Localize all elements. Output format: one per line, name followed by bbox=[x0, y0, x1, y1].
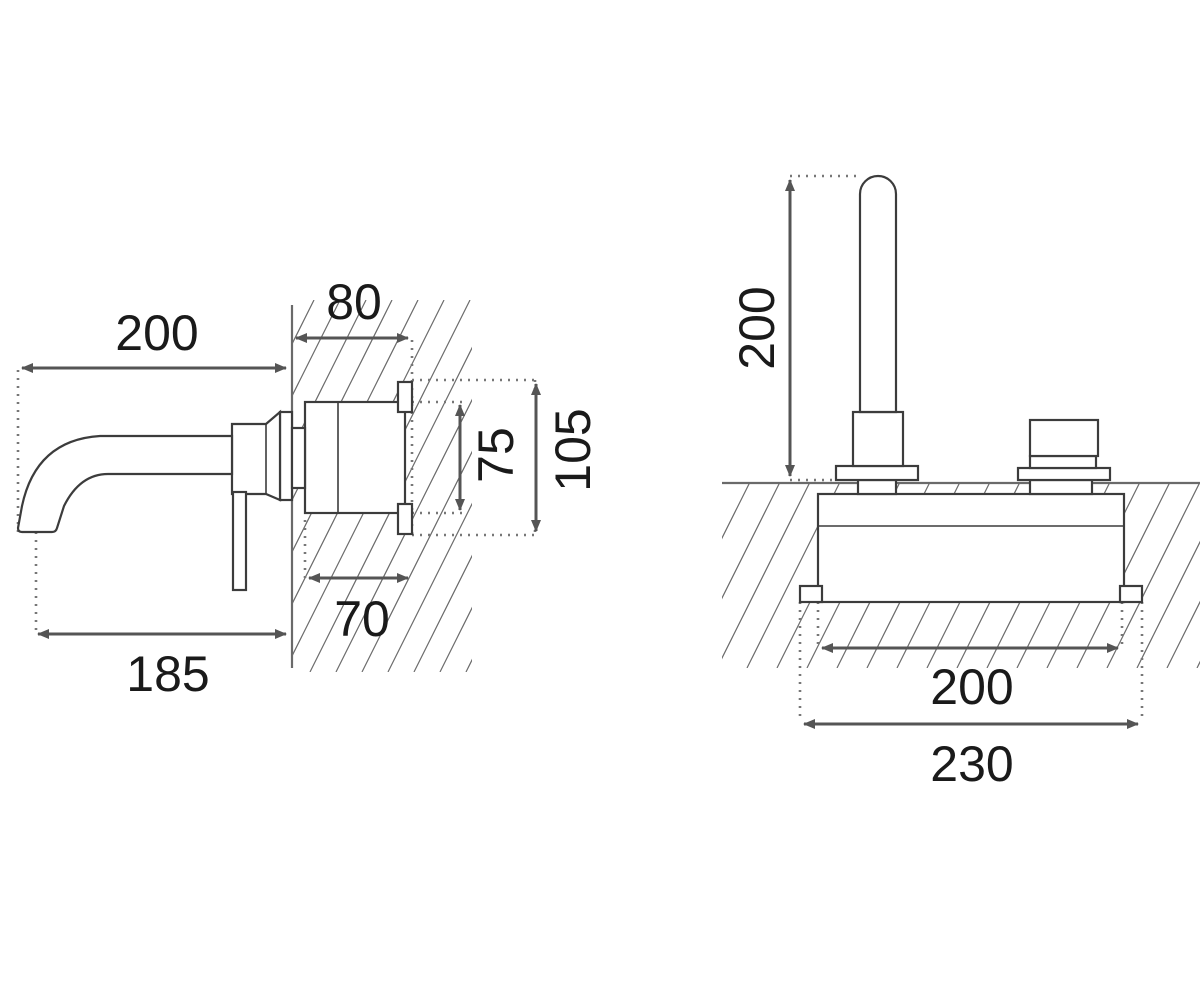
hatch-line bbox=[722, 483, 781, 600]
lever-handle bbox=[231, 490, 248, 592]
hatch-line bbox=[413, 554, 472, 672]
hatch-line bbox=[439, 606, 472, 672]
right-mount-tab bbox=[1118, 584, 1144, 604]
hatch-line bbox=[537, 483, 630, 668]
hatch-line bbox=[292, 300, 367, 450]
dim-overall-width-label: 230 bbox=[930, 736, 1013, 792]
hatch-line bbox=[1166, 600, 1200, 668]
dim-spout-height-label: 200 bbox=[729, 286, 785, 369]
left-side-view: 200 185 80 70 75 105 bbox=[16, 274, 601, 702]
plate-collar bbox=[290, 426, 307, 490]
concealed-body-front bbox=[798, 492, 1144, 604]
hatch-line bbox=[1106, 483, 1200, 668]
top-flange bbox=[396, 380, 414, 414]
concealed-body bbox=[303, 380, 414, 536]
spout bbox=[16, 434, 234, 534]
dim-body-height-label: 75 bbox=[468, 427, 524, 483]
dim-overall-length-label: 200 bbox=[115, 305, 198, 361]
wall-plate bbox=[278, 410, 294, 502]
handle-knob bbox=[1016, 418, 1112, 496]
dim-wall-depth-label: 80 bbox=[326, 274, 382, 330]
handle-housing bbox=[230, 409, 282, 502]
hatch-line bbox=[1136, 540, 1200, 668]
dim-spout-reach-label: 185 bbox=[126, 646, 209, 702]
hatch-line bbox=[722, 483, 751, 540]
right-front-view: 200 200 230 bbox=[537, 174, 1200, 792]
dim-body-width-label: 200 bbox=[930, 659, 1013, 715]
right-dimension-lines bbox=[785, 179, 1139, 729]
hatch-line bbox=[387, 502, 472, 672]
left-dimension-lines bbox=[21, 333, 541, 639]
spout-column bbox=[834, 174, 920, 496]
hatch-line bbox=[627, 483, 720, 668]
extension-lines bbox=[16, 340, 537, 632]
hatch-line bbox=[722, 483, 811, 660]
hatch-line bbox=[567, 483, 660, 668]
hatch-line bbox=[292, 300, 341, 398]
hatch-line bbox=[335, 398, 472, 672]
hatch-line bbox=[597, 483, 690, 668]
dim-body-depth-label: 70 bbox=[334, 591, 390, 647]
left-mount-tab bbox=[798, 584, 824, 604]
bottom-flange bbox=[396, 502, 414, 536]
dim-plate-height-label: 105 bbox=[545, 408, 601, 491]
